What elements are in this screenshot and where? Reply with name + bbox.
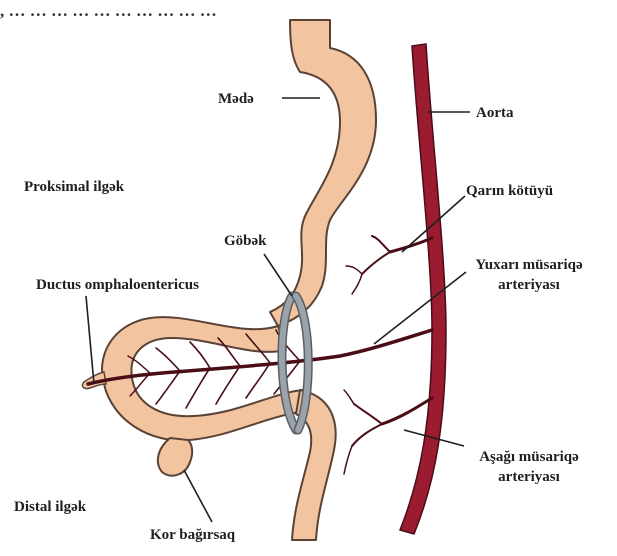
- label-inferior-mesenteric-artery-line1: Aşağı müsariqə: [454, 448, 604, 466]
- label-proximal-loop: Proksimal ilgək: [24, 178, 124, 196]
- midgut-loop: [102, 317, 302, 440]
- label-superior-mesenteric-artery-line2: arteriyası: [454, 276, 604, 294]
- label-aorta: Aorta: [476, 104, 514, 122]
- cecum-bud: [158, 438, 192, 476]
- label-cecum: Kor bağırsaq: [150, 526, 235, 544]
- aorta-vessel: [400, 44, 446, 534]
- label-inferior-mesenteric-artery-line2: arteriyası: [454, 468, 604, 486]
- inferior-mesenteric-branches: [344, 390, 432, 474]
- top-caption: , … … … … … … … … … …: [0, 1, 217, 20]
- celiac-trunk-branches: [346, 236, 432, 294]
- label-distal-loop: Distal ilgək: [14, 498, 86, 516]
- label-umbilicus: Göbək: [224, 232, 267, 250]
- label-stomach: Mədə: [218, 90, 254, 108]
- label-superior-mesenteric-artery-line1: Yuxarı müsariqə: [454, 256, 604, 274]
- label-celiac-trunk: Qarın kötüyü: [466, 182, 553, 200]
- hindgut: [292, 390, 336, 540]
- label-vitelline-duct: Ductus omphaloentericus: [36, 276, 199, 294]
